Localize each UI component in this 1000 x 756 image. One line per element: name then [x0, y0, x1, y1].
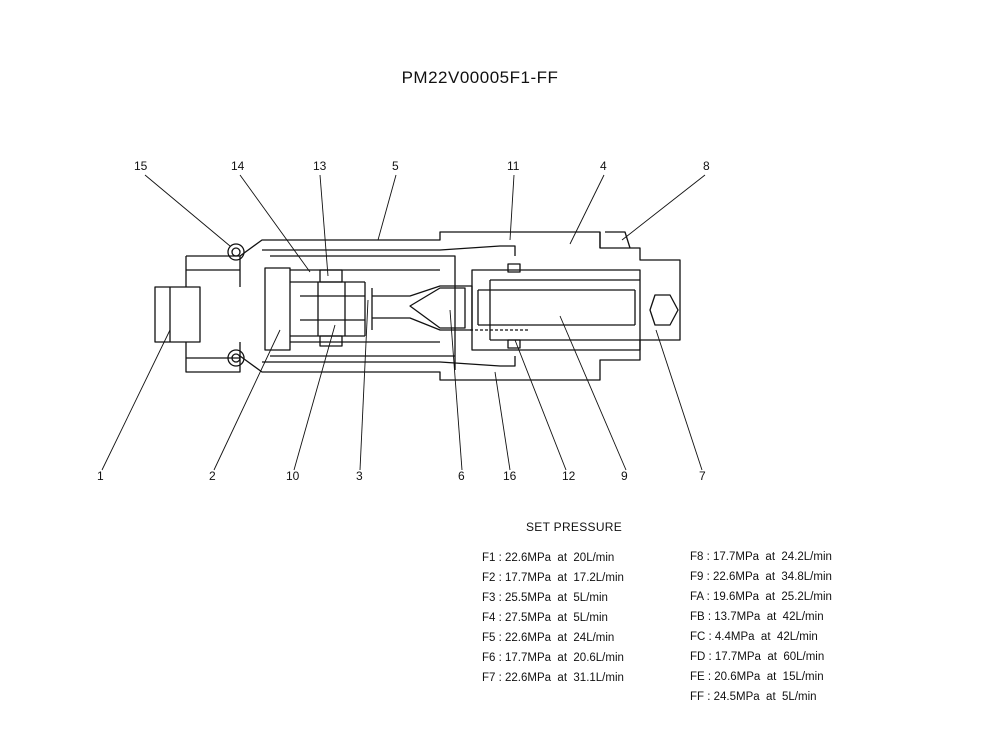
pressure-entry: FC : 4.4MPa at 42L/min [690, 631, 818, 643]
callout-14: 14 [231, 159, 245, 173]
pressure-entry: FE : 20.6MPa at 15L/min [690, 671, 824, 683]
inlet-nozzle [154, 255, 241, 373]
callout-6: 6 [458, 469, 465, 483]
pressure-entry: FA : 19.6MPa at 25.2L/min [690, 591, 832, 603]
callout-12: 12 [562, 469, 576, 483]
drawing-title: PM22V00005F1-FF [401, 68, 559, 87]
callout-8: 8 [703, 159, 710, 173]
pressure-list-left: F1 : 22.6MPa at 20L/min F2 : 17.7MPa at … [482, 548, 624, 688]
o-ring-15-bottom [227, 349, 245, 367]
leader-lines [101, 174, 706, 471]
callout-7: 7 [699, 469, 706, 483]
pressure-entry: F4 : 27.5MPa at 5L/min [482, 612, 608, 624]
pressure-entry: F5 : 22.6MPa at 24L/min [482, 632, 615, 644]
callout-5: 5 [392, 159, 399, 173]
callout-1: 1 [97, 469, 104, 483]
pressure-entry: F8 : 17.7MPa at 24.2L/min [690, 551, 832, 563]
callout-2: 2 [209, 469, 216, 483]
pressure-entry: F3 : 25.5MPa at 5L/min [482, 592, 608, 604]
relief-valve-cross-section: 1 2 3 4 5 6 7 8 9 10 11 12 13 14 15 16 [97, 159, 710, 483]
pressure-entry: FF : 24.5MPa at 5L/min [690, 691, 817, 703]
pressure-list-right: F8 : 17.7MPa at 24.2L/min F9 : 22.6MPa a… [690, 547, 832, 707]
poppet [372, 285, 473, 331]
pressure-entry: F7 : 22.6MPa at 31.1L/min [482, 672, 624, 684]
adjuster-housing [471, 263, 679, 351]
seat-housing [264, 267, 373, 351]
pressure-entry: F6 : 17.7MPa at 20.6L/min [482, 652, 624, 664]
pressure-entry: F1 : 22.6MPa at 20L/min [482, 552, 615, 564]
pressure-entry: FD : 17.7MPa at 60L/min [690, 651, 825, 663]
pressure-entry: F2 : 17.7MPa at 17.2L/min [482, 572, 624, 584]
spring [470, 289, 636, 331]
callout-16: 16 [503, 469, 517, 483]
callout-9: 9 [621, 469, 628, 483]
o-ring-15-top [227, 243, 245, 261]
callout-4: 4 [600, 159, 607, 173]
pressure-entry: F9 : 22.6MPa at 34.8L/min [690, 571, 832, 583]
sleeve-body [239, 231, 681, 381]
pressure-entry: FB : 13.7MPa at 42L/min [690, 611, 824, 623]
callout-11: 11 [507, 159, 520, 173]
set-pressure-heading: SET PRESSURE [526, 520, 623, 534]
callout-15: 15 [134, 159, 148, 173]
callout-3: 3 [356, 469, 363, 483]
callout-10: 10 [286, 469, 300, 483]
callout-13: 13 [313, 159, 327, 173]
